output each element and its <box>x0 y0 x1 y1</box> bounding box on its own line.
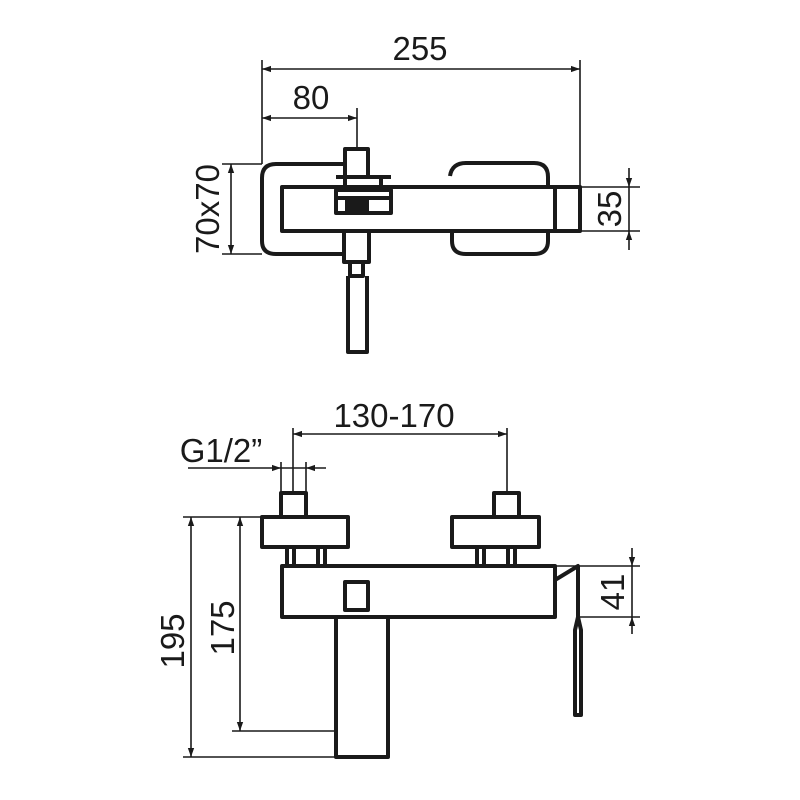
right-inlet-nut <box>475 547 517 568</box>
dim-offset-to-spout: 80 <box>262 79 357 122</box>
right-inlet-connector <box>492 491 521 519</box>
mixer-end-cap-top <box>555 185 582 233</box>
svg-text:255: 255 <box>392 30 447 67</box>
svg-text:80: 80 <box>293 79 330 116</box>
svg-text:175: 175 <box>204 600 241 655</box>
svg-text:G1/2”: G1/2” <box>180 432 263 469</box>
left-wall-flange <box>260 515 350 549</box>
front-view: 130-170 G1/2” 195 175 41 <box>154 397 640 759</box>
diverter-body-top <box>334 175 393 215</box>
diverter-button-front <box>343 580 370 612</box>
spout-outlet-top <box>342 231 371 354</box>
dim-total-height: 195 <box>154 517 195 757</box>
top-view: 255 80 70x70 35 <box>189 30 640 354</box>
left-inlet-nut <box>285 547 327 568</box>
right-wall-flange <box>450 515 541 549</box>
svg-text:195: 195 <box>154 613 191 668</box>
mixer-body-top <box>280 185 557 233</box>
svg-text:70x70: 70x70 <box>189 164 226 254</box>
spout-front <box>334 617 390 759</box>
dim-inlet-spacing: 130-170 <box>293 397 507 438</box>
left-wall-plate <box>260 162 345 256</box>
left-inlet-connector <box>279 491 308 519</box>
lever-handle-front <box>553 564 583 717</box>
dim-body-height-top: 35 <box>591 168 633 250</box>
diverter-knob-top <box>343 147 370 179</box>
dim-overall-width: 255 <box>262 30 580 73</box>
svg-text:41: 41 <box>594 574 631 611</box>
dim-thread-size: G1/2” <box>180 432 326 472</box>
diverter-slot <box>345 200 369 211</box>
dim-body-height-front: 41 <box>594 548 636 634</box>
svg-text:35: 35 <box>591 191 628 228</box>
dim-plate-size: 70x70 <box>189 164 235 254</box>
mixer-body-front <box>280 564 557 619</box>
svg-text:130-170: 130-170 <box>333 397 454 434</box>
dim-outlet-height: 175 <box>204 517 244 731</box>
right-wall-plate <box>448 161 550 256</box>
